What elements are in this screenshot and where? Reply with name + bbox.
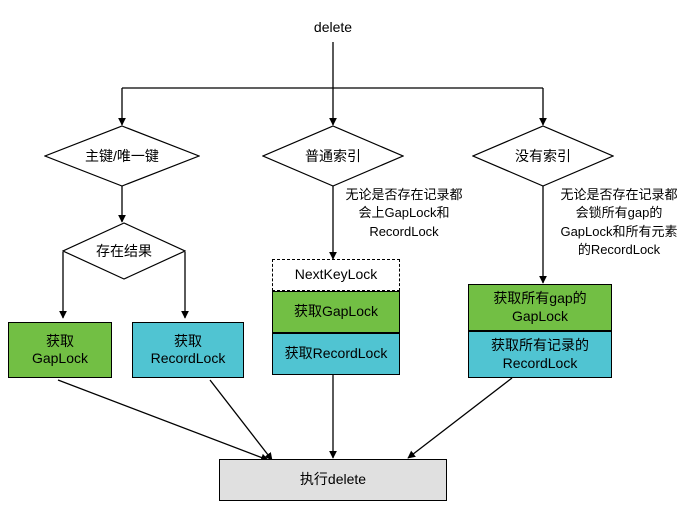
node-pk-recordlock[interactable]: 获取 RecordLock	[132, 322, 244, 378]
group-nextkeylock-label: NextKeyLock	[294, 266, 378, 283]
edge-noidx-to-execute	[407, 377, 513, 459]
decision-normal-index-label: 普通索引	[305, 148, 361, 164]
annotation-no-index: 无论是否存在记录都 会锁所有gap的 GapLock和所有元素 的RecordL…	[560, 187, 678, 258]
edge-recordlock-to-execute	[209, 379, 273, 461]
group-nextkeylock	[272, 259, 400, 291]
node-noidx-gaplock[interactable]: 获取所有gap的 GapLock	[468, 284, 612, 331]
edge-gaplock-to-execute	[57, 379, 269, 462]
node-nkl-recordlock-label: 获取RecordLock	[284, 345, 388, 362]
node-pk-recordlock-line1: 获取	[174, 332, 202, 349]
node-nkl-gaplock[interactable]: 获取GapLock	[272, 291, 400, 333]
decision-no-index-label: 没有索引	[515, 148, 571, 164]
node-noidx-recordlock-line1: 获取所有记录的	[491, 337, 589, 353]
node-noidx-recordlock-line2: RecordLock	[502, 354, 578, 371]
node-pk-gaplock-line1: 获取	[46, 332, 74, 349]
node-nkl-gaplock-label: 获取GapLock	[293, 303, 379, 320]
decision-has-result-label: 存在结果	[96, 243, 152, 259]
node-noidx-gaplock-line2: GapLock	[511, 307, 569, 324]
decision-normal-index[interactable]: 普通索引	[262, 125, 404, 187]
decision-no-index[interactable]: 没有索引	[472, 125, 614, 187]
annotation-normal-index: 无论是否存在记录都 会上GapLock和 RecordLock	[345, 187, 463, 239]
node-noidx-recordlock[interactable]: 获取所有记录的 RecordLock	[468, 331, 612, 378]
node-pk-gaplock[interactable]: 获取 GapLock	[8, 322, 112, 378]
node-pk-recordlock-line2: RecordLock	[150, 350, 226, 366]
start-label: delete	[313, 19, 353, 36]
decision-has-result[interactable]: 存在结果	[62, 222, 186, 280]
decision-primary-key[interactable]: 主键/唯一键	[44, 125, 200, 187]
node-noidx-gaplock-line1: 获取所有gap的	[493, 290, 587, 306]
decision-primary-key-label: 主键/唯一键	[85, 148, 159, 164]
node-execute-delete[interactable]: 执行delete	[219, 459, 447, 501]
node-pk-gaplock-line2: GapLock	[31, 350, 89, 366]
node-execute-delete-label: 执行delete	[299, 471, 367, 488]
node-nkl-recordlock[interactable]: 获取RecordLock	[272, 333, 400, 375]
